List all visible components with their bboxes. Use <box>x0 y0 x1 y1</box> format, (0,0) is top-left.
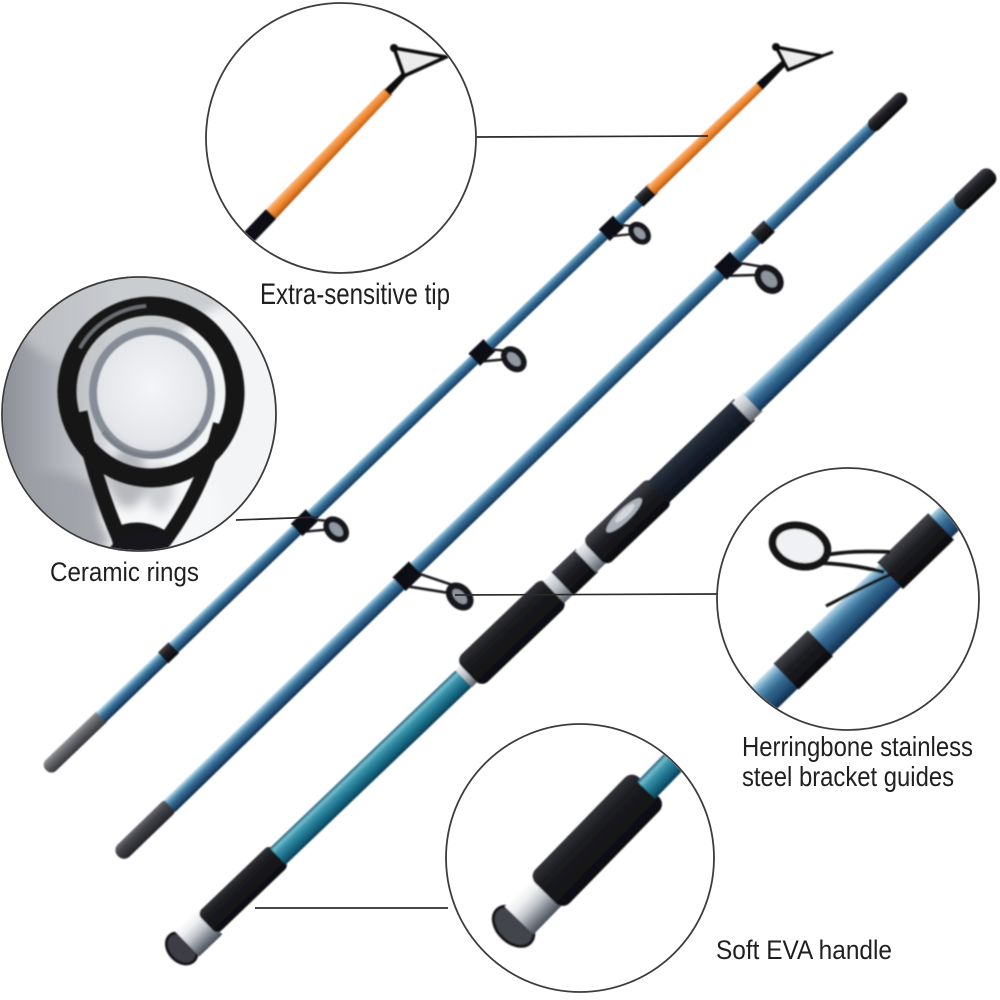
svg-text:Ceramic rings: Ceramic rings <box>50 557 199 587</box>
svg-text:Extra-sensitive tip: Extra-sensitive tip <box>260 278 450 311</box>
svg-text:steel bracket guides: steel bracket guides <box>742 761 954 792</box>
svg-text:Soft EVA handle: Soft EVA handle <box>716 935 892 965</box>
svg-text:Herringbone stainless: Herringbone stainless <box>742 731 973 762</box>
